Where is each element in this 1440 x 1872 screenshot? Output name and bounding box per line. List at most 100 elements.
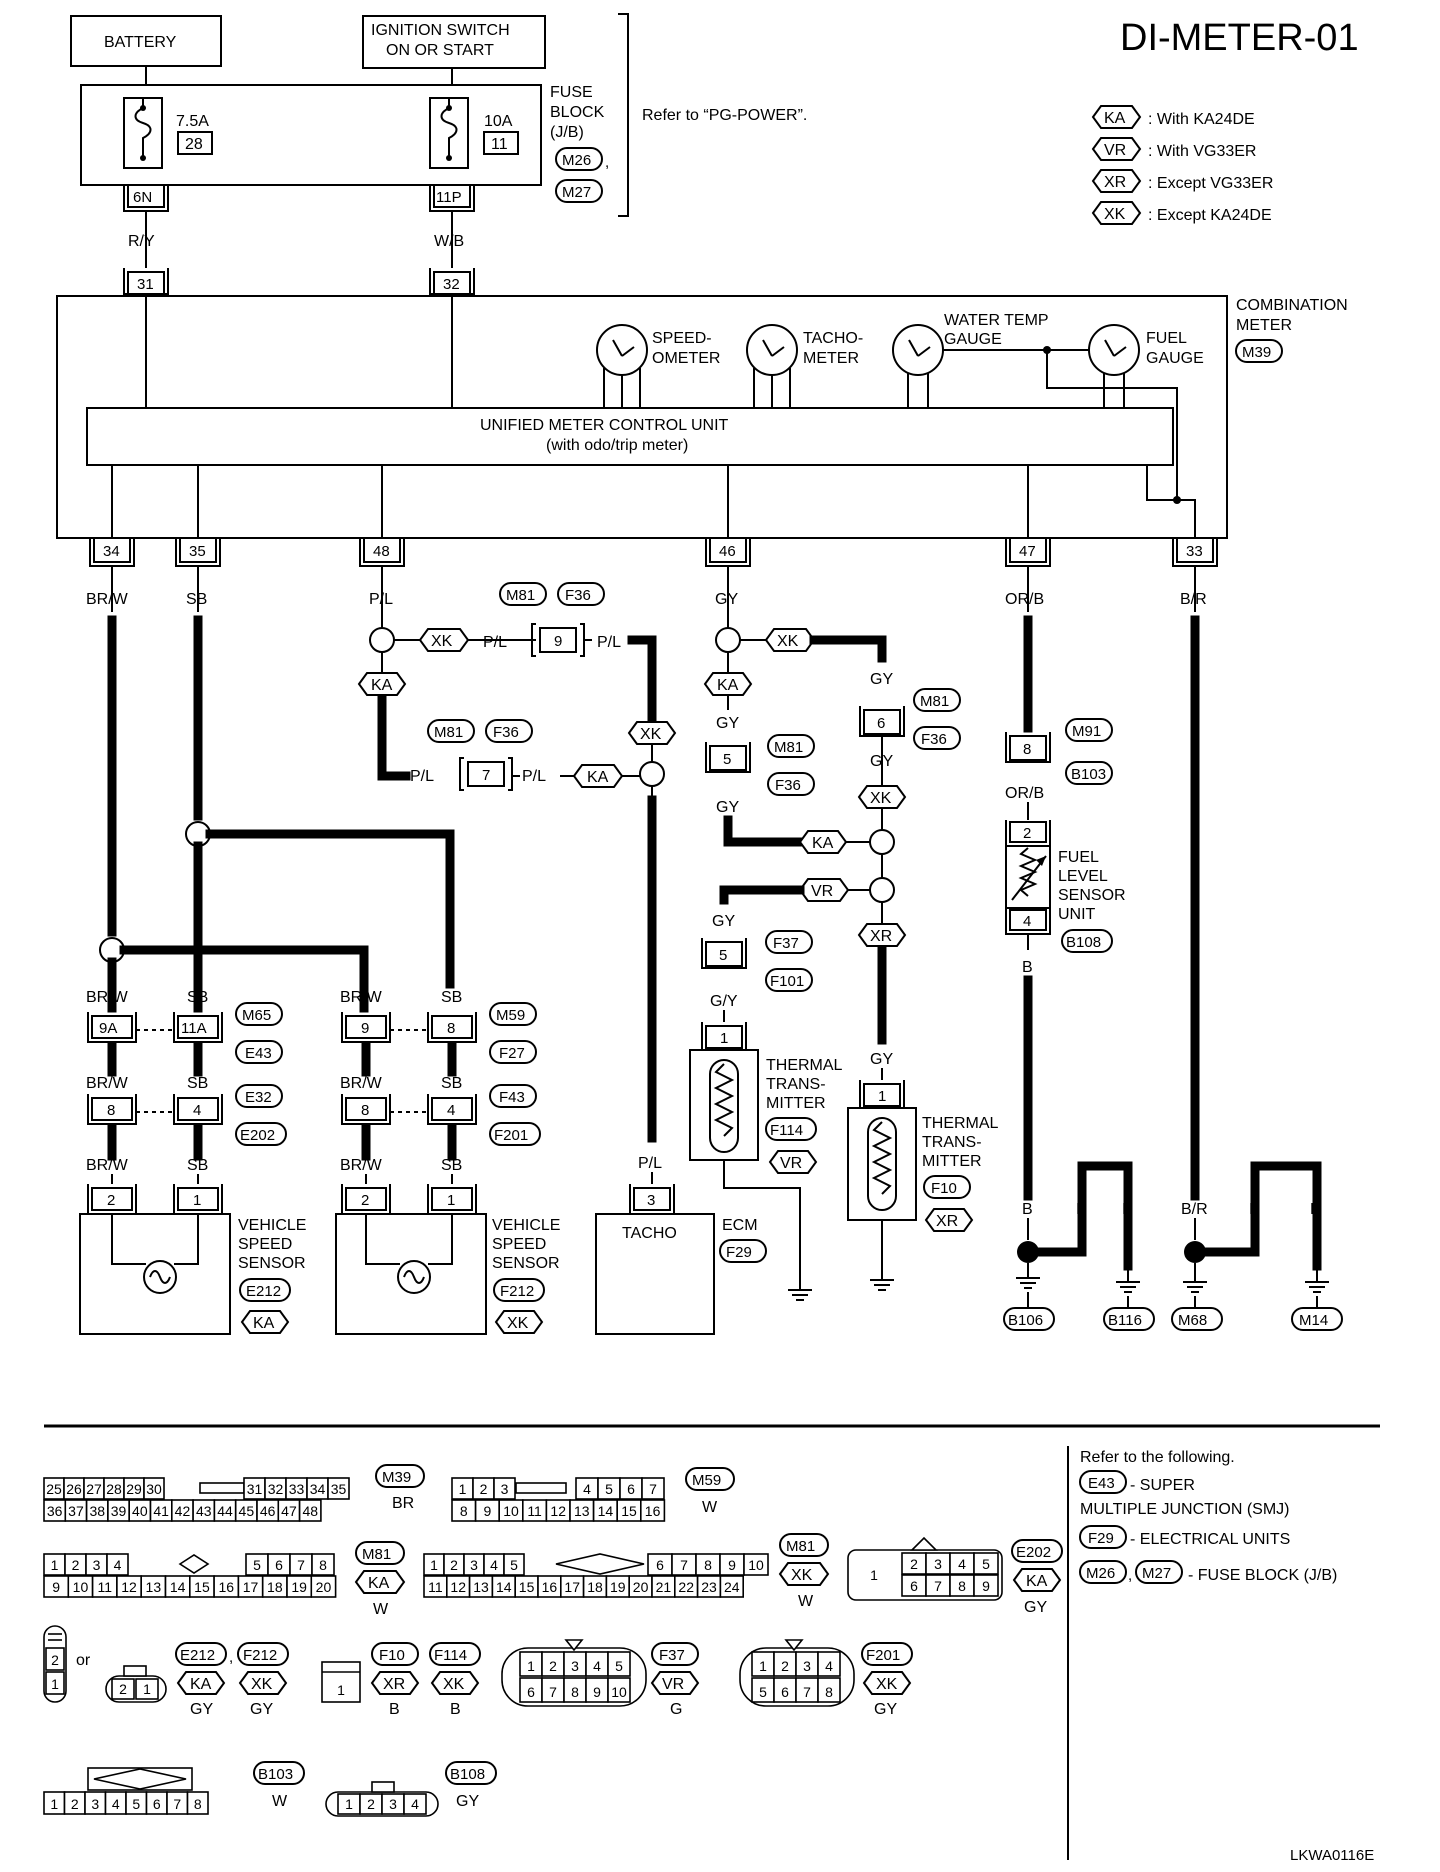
pin-number: 8 (958, 1578, 966, 1594)
pin-number: 30 (146, 1481, 162, 1497)
thermal-transmitter-vr: 1 THERMAL TRANS- MITTER F114 VR (689, 1022, 843, 1301)
pin-number: 29 (126, 1481, 142, 1497)
legend-item-ka: KA : With KA24DE (1091, 105, 1255, 129)
svg-text:E202: E202 (1016, 1544, 1051, 1561)
pin-number: 19 (610, 1579, 626, 1595)
wire-color: OR/B (1005, 591, 1044, 608)
pin-number: 31 (247, 1481, 263, 1497)
svg-text:XK: XK (640, 726, 662, 743)
terminal-34: 34 (89, 537, 135, 567)
svg-text:1: 1 (720, 1030, 728, 1047)
pin-number: 3 (91, 1796, 99, 1812)
pin-number: 22 (678, 1579, 694, 1595)
svg-text:VEHICLE: VEHICLE (492, 1217, 560, 1234)
pin-number: 6 (910, 1578, 918, 1594)
wire-color: SB (186, 591, 207, 608)
fuse-28: 7.5A 28 (123, 97, 213, 169)
svg-text:F36: F36 (493, 724, 519, 741)
pin-number: 1 (143, 1681, 151, 1697)
svg-text:W: W (702, 1499, 718, 1516)
terminal-46: 46 (705, 537, 751, 567)
svg-text:XK: XK (777, 633, 799, 650)
svg-text:GY: GY (1024, 1599, 1047, 1616)
svg-text:F37: F37 (773, 935, 799, 952)
svg-text:E32: E32 (245, 1089, 272, 1106)
svg-text:W: W (272, 1793, 288, 1810)
pin-number: 24 (724, 1579, 740, 1595)
connector-view-tags: M39 BR M59 W M81 KA W M81 XK W E202 KA G… (76, 1464, 1063, 1810)
svg-text:SPEED-: SPEED- (652, 330, 712, 347)
pin-number: 6 (656, 1557, 664, 1573)
svg-text:TRANS-: TRANS- (922, 1134, 982, 1151)
pin-number: 2 (119, 1681, 127, 1697)
pin-number: 34 (310, 1481, 326, 1497)
diagram-title: DI-METER-01 (1120, 17, 1359, 59)
pin-number: 14 (170, 1579, 186, 1595)
pin-number: 4 (411, 1796, 419, 1812)
connector-8b: 8 (341, 1094, 391, 1125)
ignition-label-line1: IGNITION SWITCH (371, 22, 510, 39)
pin-number: 1 (51, 1676, 59, 1692)
svg-text:GY: GY (712, 913, 735, 930)
svg-text:GY: GY (190, 1701, 213, 1718)
connector-pin (311, 1553, 335, 1576)
svg-text:B108: B108 (450, 1766, 485, 1783)
svg-text:1: 1 (870, 1567, 878, 1583)
svg-text:SENSOR: SENSOR (1058, 887, 1126, 904)
svg-text:XK: XK (431, 633, 453, 650)
vss-wiring: BR/W SB 9A 11A BR/W SB 8 4 BR/W SB M65 E… (86, 566, 541, 1184)
svg-text:TACHO: TACHO (622, 1225, 677, 1242)
svg-text:FUEL: FUEL (1146, 330, 1187, 347)
pin-number: 5 (982, 1556, 990, 1572)
pin-number: 12 (450, 1579, 466, 1595)
pin-number: 26 (66, 1481, 82, 1497)
connector-pin (719, 1575, 745, 1598)
svg-text:SB: SB (441, 989, 462, 1006)
svg-text:W: W (798, 1593, 814, 1610)
svg-text:XK: XK (443, 1676, 465, 1693)
svg-text:F27: F27 (499, 1045, 525, 1062)
svg-text:F36: F36 (921, 731, 947, 748)
pin-number: 2 (781, 1658, 789, 1674)
ka-conn-tags: M65 E43 E32 E202 (235, 1002, 287, 1146)
svg-text:THERMAL: THERMAL (766, 1057, 843, 1074)
svg-text:GY: GY (456, 1793, 479, 1810)
pin-number: 19 (291, 1579, 307, 1595)
legend-text: : With VG33ER (1148, 143, 1256, 160)
svg-text:BR/W: BR/W (340, 989, 383, 1006)
pin-number: 14 (496, 1579, 512, 1595)
pin-number: 32 (268, 1481, 284, 1497)
legend-text: : With KA24DE (1148, 111, 1255, 128)
legend-text: : Except VG33ER (1148, 175, 1273, 192)
pin-number: 8 (194, 1796, 202, 1812)
svg-text:XR: XR (383, 1676, 405, 1693)
svg-text:MITTER: MITTER (922, 1153, 982, 1170)
connector-pin (403, 1793, 427, 1815)
svg-text:B: B (1310, 1201, 1321, 1218)
svg-text:32: 32 (443, 276, 460, 293)
legend-item-xk: XK : Except KA24DE (1091, 201, 1272, 225)
pin-number: 7 (297, 1557, 305, 1573)
pin-number: 35 (331, 1481, 347, 1497)
pin-number: 45 (239, 1503, 255, 1519)
svg-text:TACHO-: TACHO- (803, 330, 863, 347)
svg-text:2: 2 (107, 1192, 115, 1209)
svg-text:M26: M26 (1086, 1565, 1115, 1582)
svg-text:,: , (1128, 1567, 1132, 1584)
pin-number: 7 (680, 1557, 688, 1573)
pin-number: 8 (319, 1557, 327, 1573)
svg-text:- ELECTRICAL UNITS: - ELECTRICAL UNITS (1130, 1531, 1290, 1548)
svg-text:BLOCK: BLOCK (550, 104, 605, 121)
svg-text:2: 2 (1023, 825, 1031, 842)
pin-number: 5 (605, 1481, 613, 1497)
svg-text:B103: B103 (1071, 766, 1106, 783)
pin-number: 25 (46, 1481, 62, 1497)
connector-pin (493, 1477, 516, 1500)
pin-number: 7 (173, 1796, 181, 1812)
svg-text:KA: KA (812, 835, 834, 852)
svg-text:XR: XR (870, 928, 892, 945)
svg-text:GY: GY (716, 799, 739, 816)
svg-text:M81: M81 (774, 739, 803, 756)
svg-text:9: 9 (554, 633, 562, 650)
pin-number: 4 (825, 1658, 833, 1674)
